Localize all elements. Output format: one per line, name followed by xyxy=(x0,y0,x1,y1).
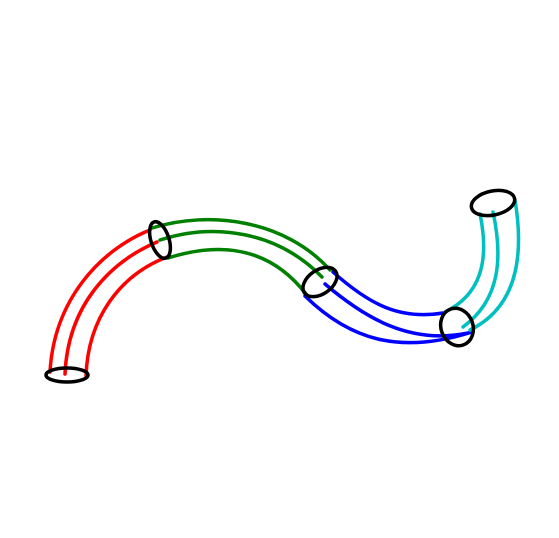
segment-2-line-outer xyxy=(150,218,332,272)
cross-section-rings xyxy=(44,188,517,384)
segment-3-line-outer xyxy=(331,270,445,317)
segment-4-line-inner xyxy=(468,198,521,332)
segment-1-line-middle xyxy=(63,240,159,376)
tube-segment-2 xyxy=(150,218,332,296)
ring-joint-3 xyxy=(438,306,476,348)
tube-segment-1 xyxy=(48,228,169,378)
ring-joint-1 xyxy=(147,219,173,261)
tube-segment-4 xyxy=(443,198,521,332)
segment-1-line-inner xyxy=(84,255,169,378)
ring-joint-2 xyxy=(301,265,339,299)
ring-top-opening xyxy=(469,188,517,218)
segment-3-line-middle xyxy=(323,282,470,338)
segment-4-line-outer xyxy=(443,212,486,314)
segment-1-line-outer xyxy=(48,228,152,374)
segment-4-line-middle xyxy=(461,210,500,329)
ring-bottom-opening xyxy=(44,366,90,384)
segment-2-line-middle xyxy=(158,229,324,279)
segment-2-line-inner xyxy=(166,247,308,296)
